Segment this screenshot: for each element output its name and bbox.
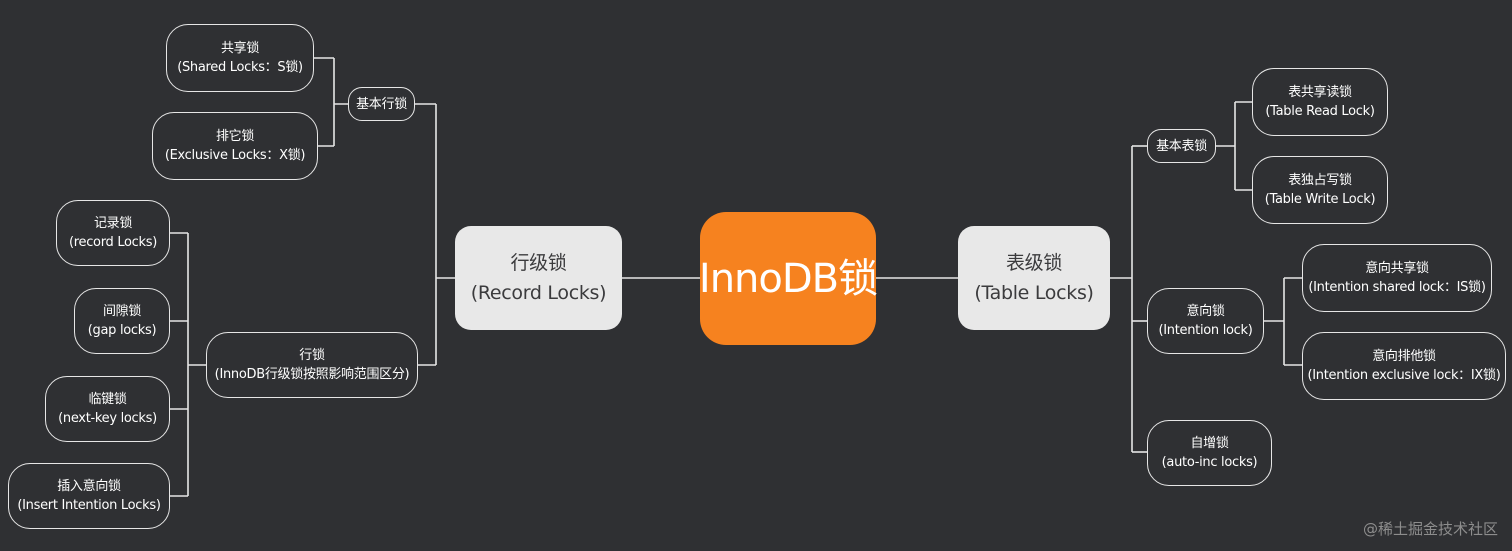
connector-left-trunk xyxy=(435,104,455,365)
table-write-lock-sub: (Table Write Lock) xyxy=(1264,192,1376,207)
table-level-lock-subtitle: (Table Locks) xyxy=(974,282,1094,304)
root-label: InnoDB锁 xyxy=(698,255,878,302)
row-lock-sub: (InnoDB行级锁按照影响范围区分) xyxy=(214,367,410,382)
intention-exclusive-lock-node[interactable]: 意向排他锁 (Intention exclusive lock：IX锁) xyxy=(1302,332,1506,400)
table-level-lock-node[interactable]: 表级锁 (Table Locks) xyxy=(958,226,1110,330)
intention-exclusive-lock-sub: (Intention exclusive lock：IX锁) xyxy=(1307,368,1501,383)
intention-lock-sub: (Intention lock) xyxy=(1158,323,1253,338)
shared-lock-sub: (Shared Locks：S锁) xyxy=(177,60,303,75)
table-write-lock-title: 表独占写锁 xyxy=(1288,173,1352,188)
insert-intention-lock-title: 插入意向锁 xyxy=(57,479,121,494)
next-key-lock-sub: (next-key locks) xyxy=(58,411,157,426)
row-lock-title: 行锁 xyxy=(299,348,325,363)
exclusive-lock-title: 排它锁 xyxy=(215,129,255,144)
auto-inc-lock-node[interactable]: 自增锁 (auto-inc locks) xyxy=(1147,420,1272,486)
row-level-lock-title: 行级锁 xyxy=(510,252,567,274)
insert-intention-lock-node[interactable]: 插入意向锁 (Insert Intention Locks) xyxy=(8,463,170,529)
watermark: @稀土掘金技术社区 xyxy=(1362,520,1498,538)
intention-lock-node[interactable]: 意向锁 (Intention lock) xyxy=(1147,288,1264,354)
row-lock-node[interactable]: 行锁 (InnoDB行级锁按照影响范围区分) xyxy=(206,332,418,398)
insert-intention-lock-sub: (Insert Intention Locks) xyxy=(17,498,161,513)
row-level-lock-subtitle: (Record Locks) xyxy=(470,282,607,304)
row-level-lock-node[interactable]: 行级锁 (Record Locks) xyxy=(455,226,622,330)
auto-inc-lock-sub: (auto-inc locks) xyxy=(1161,455,1258,470)
table-read-lock-node[interactable]: 表共享读锁 (Table Read Lock) xyxy=(1252,68,1388,136)
intention-shared-lock-title: 意向共享锁 xyxy=(1365,261,1429,276)
record-lock-title: 记录锁 xyxy=(93,216,133,231)
shared-lock-node[interactable]: 共享锁 (Shared Locks：S锁) xyxy=(166,24,314,92)
exclusive-lock-node[interactable]: 排它锁 (Exclusive Locks：X锁) xyxy=(152,112,318,180)
next-key-lock-node[interactable]: 临键锁 (next-key locks) xyxy=(45,376,170,442)
auto-inc-lock-title: 自增锁 xyxy=(1190,436,1229,451)
connector-basic-table-children xyxy=(1216,101,1252,191)
gap-lock-node[interactable]: 间隙锁 (gap locks) xyxy=(74,288,170,354)
record-lock-sub: (record Locks) xyxy=(68,235,158,250)
exclusive-lock-sub: (Exclusive Locks：X锁) xyxy=(164,148,306,163)
table-read-lock-sub: (Table Read Lock) xyxy=(1265,104,1375,119)
gap-lock-title: 间隙锁 xyxy=(102,304,142,319)
basic-row-lock-node[interactable]: 基本行锁 xyxy=(348,87,415,121)
connector-right-trunk xyxy=(1110,146,1133,452)
intention-lock-title: 意向锁 xyxy=(1186,304,1225,319)
record-lock-node[interactable]: 记录锁 (record Locks) xyxy=(56,200,170,266)
gap-lock-sub: (gap locks) xyxy=(87,323,157,338)
table-level-lock-title: 表级锁 xyxy=(1005,252,1063,274)
table-read-lock-title: 表共享读锁 xyxy=(1288,85,1352,100)
root-node[interactable]: InnoDB锁 xyxy=(698,212,878,345)
basic-row-lock-label: 基本行锁 xyxy=(356,96,407,112)
connector-basic-row-children xyxy=(314,57,348,147)
intention-exclusive-lock-title: 意向排他锁 xyxy=(1372,349,1436,364)
table-write-lock-node[interactable]: 表独占写锁 (Table Write Lock) xyxy=(1252,156,1388,224)
next-key-lock-title: 临键锁 xyxy=(88,392,127,407)
basic-table-lock-node[interactable]: 基本表锁 xyxy=(1147,129,1216,163)
connector-row-children xyxy=(170,232,206,497)
intention-shared-lock-sub: (Intention shared lock：IS锁) xyxy=(1308,280,1486,295)
intention-shared-lock-node[interactable]: 意向共享锁 (Intention shared lock：IS锁) xyxy=(1302,244,1492,312)
shared-lock-title: 共享锁 xyxy=(220,41,260,56)
basic-table-lock-label: 基本表锁 xyxy=(1156,138,1207,154)
connector-intention-children xyxy=(1264,277,1302,366)
